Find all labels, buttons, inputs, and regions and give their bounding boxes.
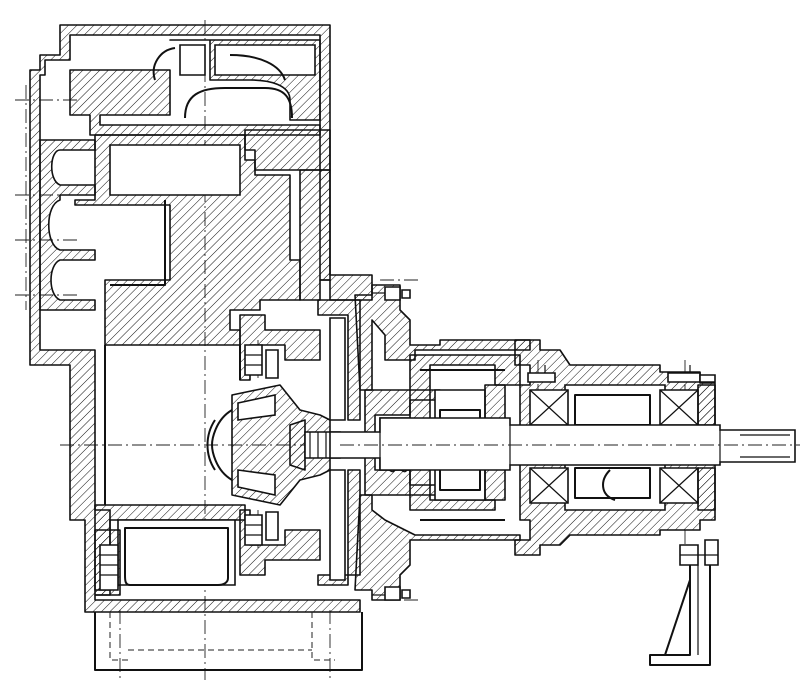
impeller (206, 299, 361, 586)
support-foot (649, 539, 719, 666)
bearing-left (529, 389, 569, 504)
bearing-right (659, 389, 699, 504)
volute-casing (29, 24, 373, 671)
pump-shaft (329, 417, 798, 471)
